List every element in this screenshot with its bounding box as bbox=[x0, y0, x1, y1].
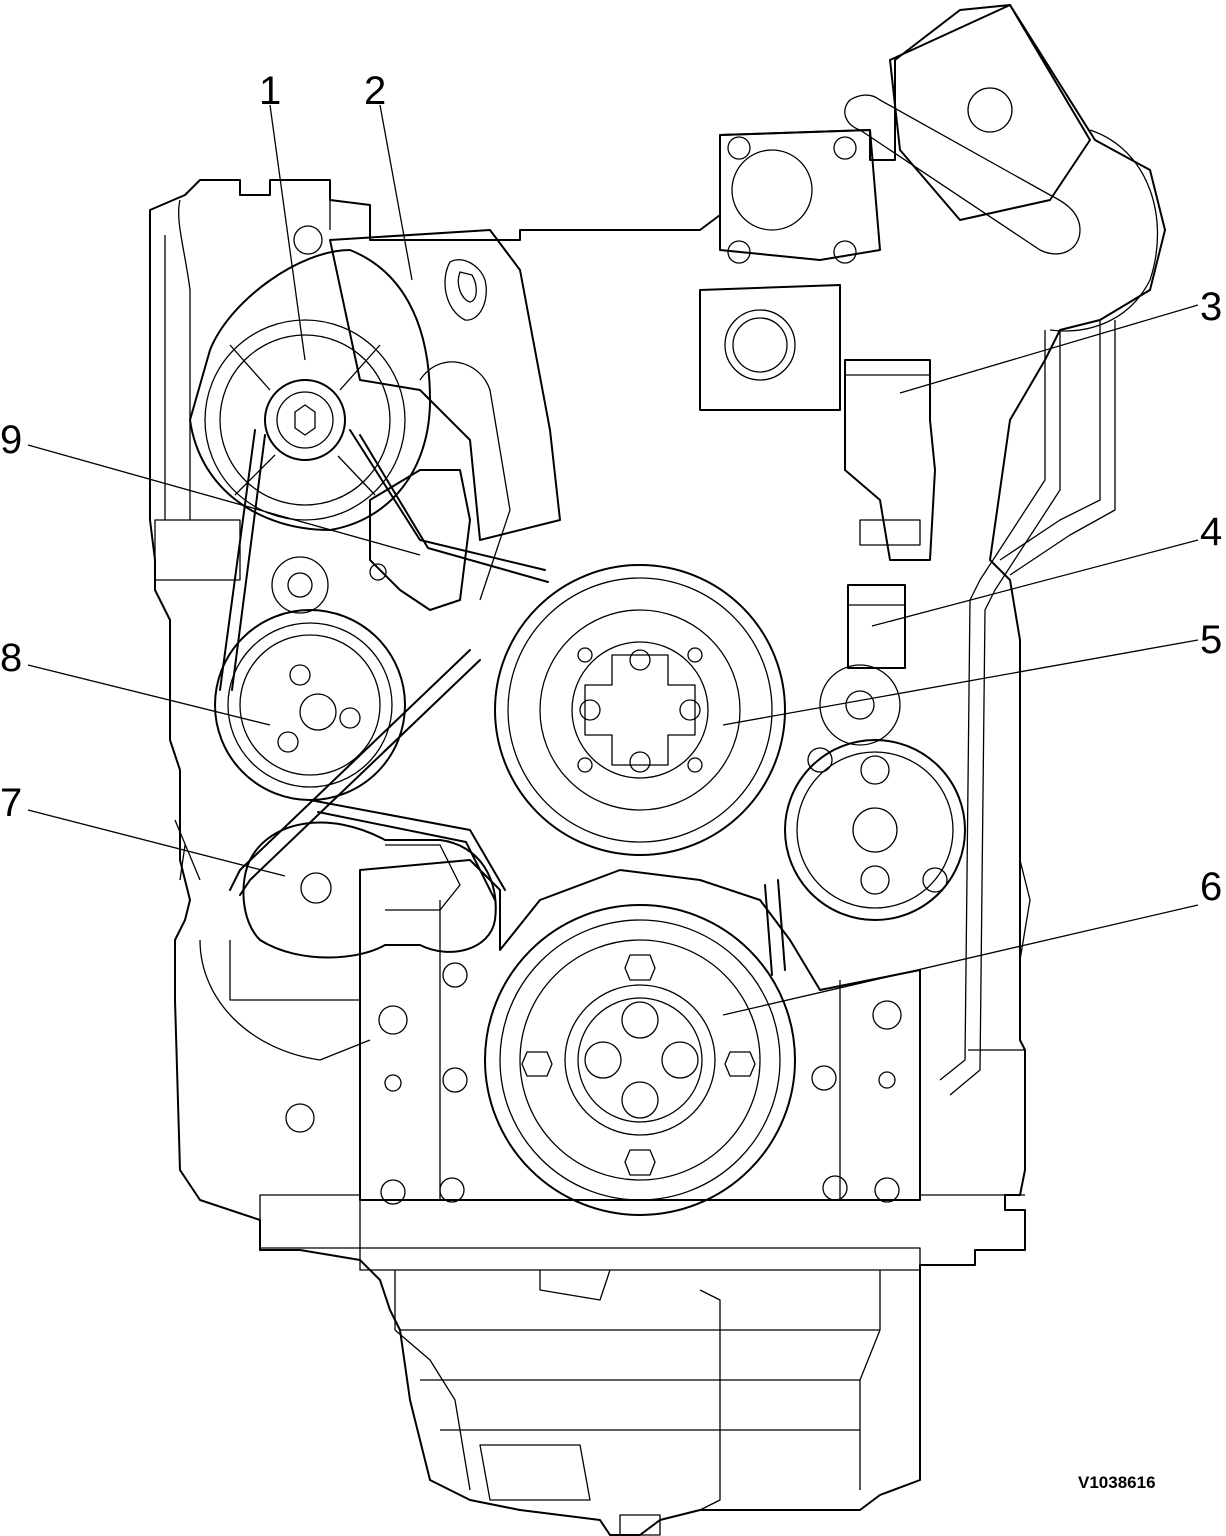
leader-line-5 bbox=[722, 639, 1199, 726]
crankshaft-damper-part-6 bbox=[484, 904, 796, 1216]
alternator-bracket-part-2 bbox=[329, 229, 561, 541]
belt-tensioner-part-9 bbox=[271, 361, 511, 614]
fan-pulley-part-5 bbox=[494, 564, 786, 856]
leader-line-3 bbox=[899, 304, 1199, 394]
callout-1: 1 bbox=[259, 69, 281, 113]
leader-line-2 bbox=[379, 104, 413, 281]
sensor-part-4 bbox=[847, 584, 906, 669]
leader-lines bbox=[27, 104, 1199, 1016]
callout-6: 6 bbox=[1200, 865, 1222, 909]
alternator-part-1 bbox=[189, 179, 431, 531]
drive-belt bbox=[219, 429, 786, 976]
ac-compressor-pulley bbox=[784, 664, 966, 921]
leader-line-9 bbox=[27, 444, 421, 556]
leader-line-6 bbox=[722, 904, 1199, 1016]
fuel-filter-part-3 bbox=[844, 359, 936, 561]
callout-5: 5 bbox=[1200, 618, 1222, 662]
thermostat-housing bbox=[699, 4, 1159, 411]
timing-cover bbox=[359, 859, 921, 1205]
leader-line-8 bbox=[27, 664, 271, 726]
water-pump-pulley-part-8 bbox=[214, 609, 406, 801]
engine-block-outline bbox=[149, 4, 1166, 1536]
callout-2: 2 bbox=[364, 69, 386, 113]
callout-7: 7 bbox=[0, 781, 22, 825]
callout-labels: 1 2 3 4 5 6 7 8 9 bbox=[0, 69, 1222, 909]
callout-8: 8 bbox=[0, 636, 22, 680]
left-side-pipes bbox=[149, 199, 371, 1133]
callout-9: 9 bbox=[0, 418, 22, 462]
leader-line-4 bbox=[871, 539, 1199, 627]
callout-4: 4 bbox=[1200, 510, 1222, 554]
drawing-code: V1038616 bbox=[1078, 1473, 1156, 1492]
leader-line-1 bbox=[269, 104, 306, 361]
idler-pulley-part-7 bbox=[242, 821, 497, 959]
leader-line-7 bbox=[27, 809, 286, 877]
callout-3: 3 bbox=[1200, 285, 1222, 329]
coolant-pipes bbox=[939, 320, 1116, 1096]
